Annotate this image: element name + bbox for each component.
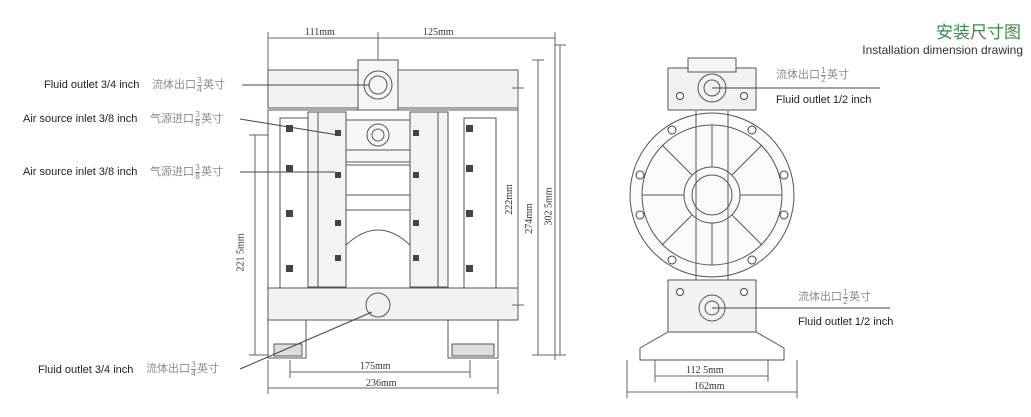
dim-222mm: 222mm <box>503 184 515 215</box>
diagram-title-en: Installation dimension drawing <box>862 43 1023 57</box>
label-air-inlet-2: Air source inlet 3/8 inch <box>23 166 138 178</box>
label-side-fluid-outlet-top: Fluid outlet 1/2 inch <box>776 94 872 106</box>
diagram-title-cn: 安装尺寸图 <box>936 23 1021 43</box>
dim-236mm: 236mm <box>366 378 397 389</box>
dim-111mm: 111mm <box>305 27 335 38</box>
label-fluid-outlet-top: Fluid outlet 3/4 inch <box>44 79 140 91</box>
label-air-inlet-1: Air source inlet 3/8 inch <box>23 113 138 125</box>
label-side-fluid-outlet-bottom: Fluid outlet 1/2 inch <box>798 316 894 328</box>
side-view-dimension-lines <box>626 360 798 398</box>
front-view-leaders <box>239 84 373 370</box>
side-view-leaders <box>712 87 890 309</box>
dim-274mm: 274mm <box>523 203 535 234</box>
front-view-pump <box>267 59 519 359</box>
dim-302mm: 302 5mm <box>543 187 555 226</box>
side-view-pump <box>629 57 795 361</box>
dim-112mm: 112 5mm <box>686 365 724 376</box>
dim-175mm: 175mm <box>360 361 391 372</box>
label-fluid-outlet-bottom: Fluid outlet 3/4 inch <box>38 364 134 376</box>
dim-125mm: 125mm <box>423 27 454 38</box>
dim-221mm: 221 5mm <box>235 233 247 272</box>
dim-162mm: 162mm <box>694 381 725 392</box>
